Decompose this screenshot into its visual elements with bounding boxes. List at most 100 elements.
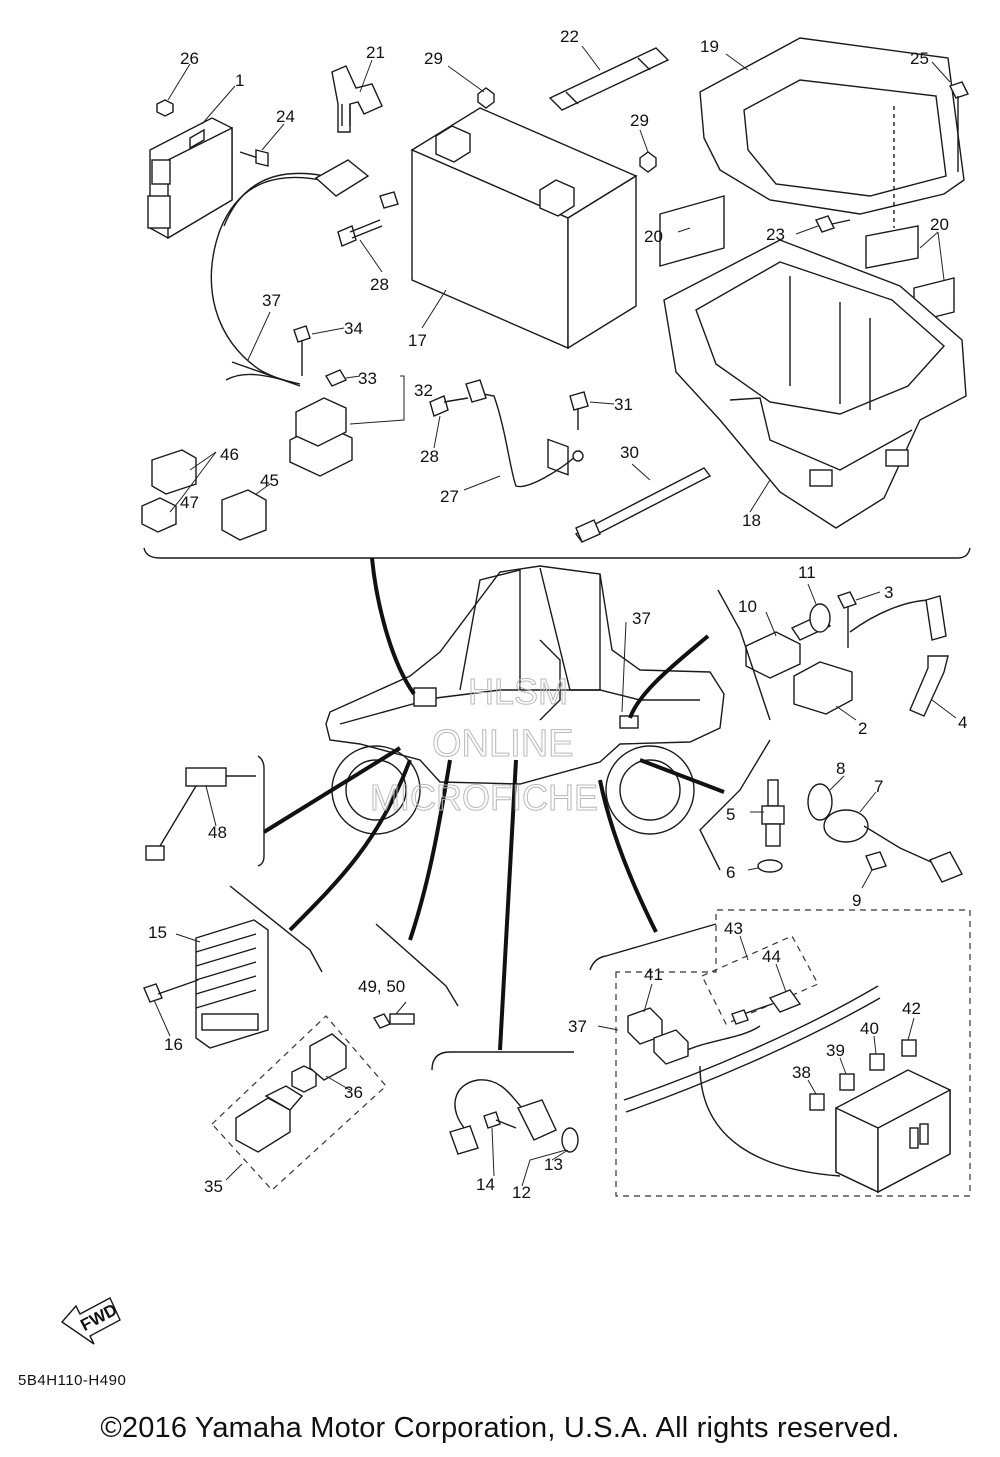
bolt-28-lower <box>429 395 469 417</box>
bolt-14 <box>483 1111 517 1129</box>
callout-47: 47 <box>180 493 199 512</box>
bolt-3 <box>837 591 857 648</box>
callout-36: 36 <box>344 1083 363 1102</box>
harness-37-line <box>231 361 301 387</box>
callout-49-50: 49, 50 <box>358 977 405 996</box>
spark-plug-cap <box>909 595 949 717</box>
diagram-code: 5B4H110-H490 <box>18 1372 127 1389</box>
bolt-9 <box>865 851 887 871</box>
callout-41: 41 <box>644 965 663 984</box>
sensor-48 <box>145 767 256 861</box>
callout-42: 42 <box>902 999 921 1018</box>
speed-sensor-bracket <box>431 1051 574 1071</box>
pad-20-right <box>865 225 919 269</box>
callout-13: 13 <box>544 1155 563 1174</box>
callout-26: 26 <box>180 49 199 68</box>
callout-15: 15 <box>148 923 167 942</box>
callout-32: 32 <box>414 381 433 400</box>
forward-arrow-icon: FWD <box>60 1297 121 1345</box>
callout-20a: 20 <box>644 227 663 246</box>
callout-11: 11 <box>798 563 816 582</box>
switch-nut-36 <box>291 1033 347 1093</box>
svg-text:ONLINE: ONLINE <box>432 723 573 765</box>
starter-relay <box>289 369 353 477</box>
callout-leaders <box>153 45 957 1187</box>
location-leaders <box>262 557 725 1051</box>
screw-25 <box>949 81 969 172</box>
callout-8: 8 <box>836 759 845 778</box>
callout-28a: 28 <box>370 275 389 294</box>
battery-box-cover <box>699 37 965 228</box>
connector-45 <box>221 489 267 541</box>
relay-46 <box>141 449 197 533</box>
cable-tie <box>574 467 712 543</box>
callout-20b: 20 <box>930 215 949 234</box>
bolt-24 <box>239 149 269 167</box>
fuse-38 <box>809 1093 825 1111</box>
cable-terminal <box>465 379 487 403</box>
callout-3: 3 <box>884 583 893 602</box>
callout-4: 4 <box>958 713 967 732</box>
battery-box <box>663 239 967 529</box>
callout-12: 12 <box>512 1183 531 1202</box>
bolt-28-upper <box>337 219 383 247</box>
sensor-7 <box>823 809 963 883</box>
callout-25: 25 <box>910 49 929 68</box>
bolt-31 <box>569 391 589 430</box>
svg-text:MICROFICHE: MICROFICHE <box>370 777 598 818</box>
callout-6: 6 <box>726 863 735 882</box>
callout-24: 24 <box>276 107 295 126</box>
callout-46: 46 <box>220 445 239 464</box>
nut-29-right <box>639 151 657 173</box>
fuse-42 <box>901 1039 917 1057</box>
clip-21 <box>331 65 383 133</box>
right-mid-bracket-1 <box>717 589 771 721</box>
pad-20-left <box>659 195 725 267</box>
callout-23: 23 <box>766 225 785 244</box>
sensor-lead-wire <box>210 159 399 385</box>
spark-plug <box>761 779 785 847</box>
callout-38: 38 <box>792 1063 811 1082</box>
callout-22: 22 <box>560 27 579 46</box>
rectifier-regulator <box>195 919 269 1049</box>
gasket-11 <box>809 603 831 633</box>
callout-35: 35 <box>204 1177 223 1196</box>
nut-29-left <box>477 87 495 109</box>
callout-43: 43 <box>724 919 743 938</box>
callout-19: 19 <box>700 37 719 56</box>
copyright-notice: ©2016 Yamaha Motor Corporation, U.S.A. A… <box>100 1412 900 1444</box>
callout-45: 45 <box>260 471 279 490</box>
relay-41b <box>653 1029 689 1065</box>
callout-37b: 37 <box>632 609 651 628</box>
callout-48: 48 <box>208 823 227 842</box>
callout-18: 18 <box>742 511 761 530</box>
top-section-bracket <box>143 547 971 559</box>
rectifier-bracket <box>229 885 323 973</box>
harness-bracket <box>589 923 717 971</box>
utv-vehicle <box>325 565 725 835</box>
ecu-unit <box>147 117 233 240</box>
callout-37c: 37 <box>568 1017 587 1036</box>
connector-44 <box>731 989 802 1025</box>
callout-28b: 28 <box>420 447 439 466</box>
callout-33: 33 <box>358 369 377 388</box>
right-mid-bracket-2 <box>699 739 771 871</box>
callout-16: 16 <box>164 1035 183 1054</box>
key-bracket <box>375 923 459 1007</box>
ignition-coil <box>793 599 933 715</box>
callout-14: 14 <box>476 1175 495 1194</box>
callout-29b: 29 <box>630 111 649 130</box>
harness-dashed-box <box>615 909 971 1197</box>
svg-text:HLSM: HLSM <box>468 671 568 712</box>
speed-sensor <box>449 1079 579 1155</box>
callout-39: 39 <box>826 1041 845 1060</box>
ignition-key <box>372 1013 415 1029</box>
callout-37a: 37 <box>262 291 281 310</box>
left-bracket <box>257 755 265 867</box>
bolt-16 <box>143 979 199 1003</box>
callout-31: 31 <box>614 395 633 414</box>
battery-strap <box>548 47 670 111</box>
callout-1: 1 <box>235 71 244 90</box>
battery <box>410 107 638 476</box>
callout-29a: 29 <box>424 49 443 68</box>
